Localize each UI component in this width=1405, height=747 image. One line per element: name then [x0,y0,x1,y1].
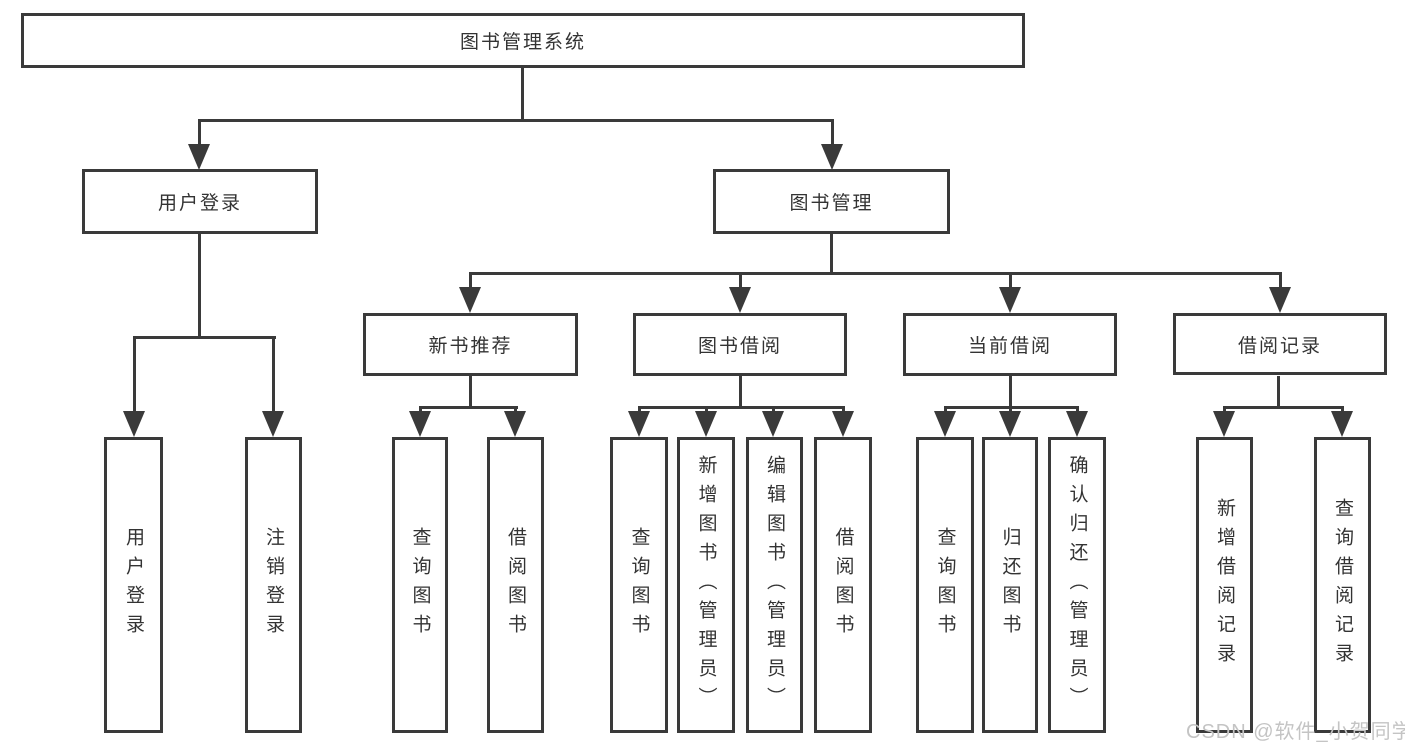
connector-leaf-stem [133,336,136,413]
connector-leaf-stem [1009,406,1012,413]
leaf-records-add-record: 新增借阅记录 [1196,437,1253,733]
connector-leaf-stem [842,406,845,413]
connector-leaf-stem [638,406,641,413]
leaf-recommend-borrow-books-label: 借阅图书 [505,527,526,643]
connector-level1-hline [198,119,834,122]
connector-mid-stem [469,272,472,289]
connector-mid-stem [739,272,742,289]
connector-leaf-stem [419,406,422,413]
arrow-to-book-borrow [729,287,751,313]
connector-user-login-drop [198,233,201,339]
node-user-login-label: 用户登录 [157,193,242,214]
arrow-to-leaf [504,411,526,437]
arrow-to-leaf [262,411,284,437]
node-root-label: 图书管理系统 [459,32,586,53]
connector-leaf-stem [705,406,708,413]
leaf-current-confirm-return-admin-label: 确认归还（管理员） [1066,454,1088,716]
csdn-watermark: CSDN @软件_小贺同学 [1186,721,1405,743]
connector-mid-stem [1009,272,1012,289]
connector-user-login-hline [133,336,276,339]
leaf-records-query-record: 查询借阅记录 [1314,437,1371,733]
arrow-to-leaf [1213,411,1235,437]
arrow-to-borrow-records [1269,287,1291,313]
node-root: 图书管理系统 [21,13,1025,68]
leaf-current-confirm-return-admin: 确认归还（管理员） [1048,437,1106,733]
connector-recommend-hline [419,406,518,409]
arrow-to-leaf [628,411,650,437]
connector-leaf-stem [1223,406,1226,413]
node-book-borrow-label: 图书借阅 [697,336,782,357]
node-book-management: 图书管理 [713,169,950,234]
arrow-to-new-book-recommend [459,287,481,313]
leaf-current-return-books-label: 归还图书 [999,527,1021,643]
arrow-to-user-login [188,144,210,170]
leaf-records-query-record-label: 查询借阅记录 [1332,498,1353,672]
arrow-to-leaf [123,411,145,437]
node-user-login: 用户登录 [82,169,318,234]
leaf-borrow-add-books-admin-label: 新增图书（管理员） [695,454,717,716]
leaf-logout-login-label: 注销登录 [263,527,284,643]
connector-leaf-stem [514,406,517,413]
connector-mid-stem [1279,272,1282,289]
arrow-to-current-borrow [999,287,1021,313]
node-borrow-records: 借阅记录 [1173,313,1387,375]
leaf-logout-login: 注销登录 [245,437,302,733]
connector-book-mgmt-drop [830,233,833,275]
leaf-recommend-query-books-label: 查询图书 [409,527,431,643]
leaf-borrow-edit-books-admin-label: 编辑图书（管理员） [764,454,785,716]
arrow-to-leaf [999,411,1021,437]
leaf-borrow-edit-books-admin: 编辑图书（管理员） [746,437,803,733]
connector-leaf-stem [772,406,775,413]
node-book-borrow: 图书借阅 [633,313,847,376]
connector-leaf-stem [1341,406,1344,413]
connector-current-drop [1009,376,1012,409]
node-borrow-records-label: 借阅记录 [1237,335,1322,357]
leaf-borrow-query-books: 查询图书 [610,437,668,733]
connector-book-mgmt-stem [831,119,834,150]
connector-level2-hline [469,272,1282,275]
arrow-to-leaf [409,411,431,437]
arrow-to-leaf [762,411,784,437]
connector-borrow-hline [638,406,845,409]
connector-records-drop [1277,376,1280,409]
leaf-current-return-books: 归还图书 [982,437,1038,733]
node-current-borrow-label: 当前借阅 [967,336,1052,357]
arrow-to-leaf [934,411,956,437]
connector-leaf-stem [1076,406,1079,413]
connector-user-login-stem [198,119,201,150]
leaf-current-query-books: 查询图书 [916,437,974,733]
connector-borrow-drop [739,376,742,409]
leaf-borrow-borrow-books: 借阅图书 [814,437,872,733]
leaf-recommend-borrow-books: 借阅图书 [487,437,544,733]
node-new-book-recommend-label: 新书推荐 [428,336,513,357]
connector-leaf-stem [944,406,947,413]
leaf-current-query-books-label: 查询图书 [934,527,956,643]
connector-records-hline [1223,406,1344,409]
leaf-recommend-query-books: 查询图书 [392,437,448,733]
arrow-to-leaf [832,411,854,437]
arrow-to-leaf [1331,411,1353,437]
connector-recommend-drop [469,376,472,409]
node-book-management-label: 图书管理 [789,193,874,214]
connector-leaf-stem [272,336,275,413]
connector-root-drop [521,68,524,121]
leaf-user-login-label: 用户登录 [123,527,144,643]
node-new-book-recommend: 新书推荐 [363,313,578,376]
arrow-to-leaf [695,411,717,437]
leaf-borrow-query-books-label: 查询图书 [628,527,650,643]
leaf-user-login: 用户登录 [104,437,163,733]
arrow-to-leaf [1066,411,1088,437]
leaf-borrow-borrow-books-label: 借阅图书 [832,527,854,643]
leaf-borrow-add-books-admin: 新增图书（管理员） [677,437,735,733]
node-current-borrow: 当前借阅 [903,313,1117,376]
leaf-records-add-record-label: 新增借阅记录 [1214,498,1235,672]
arrow-to-book-mgmt [821,144,843,170]
